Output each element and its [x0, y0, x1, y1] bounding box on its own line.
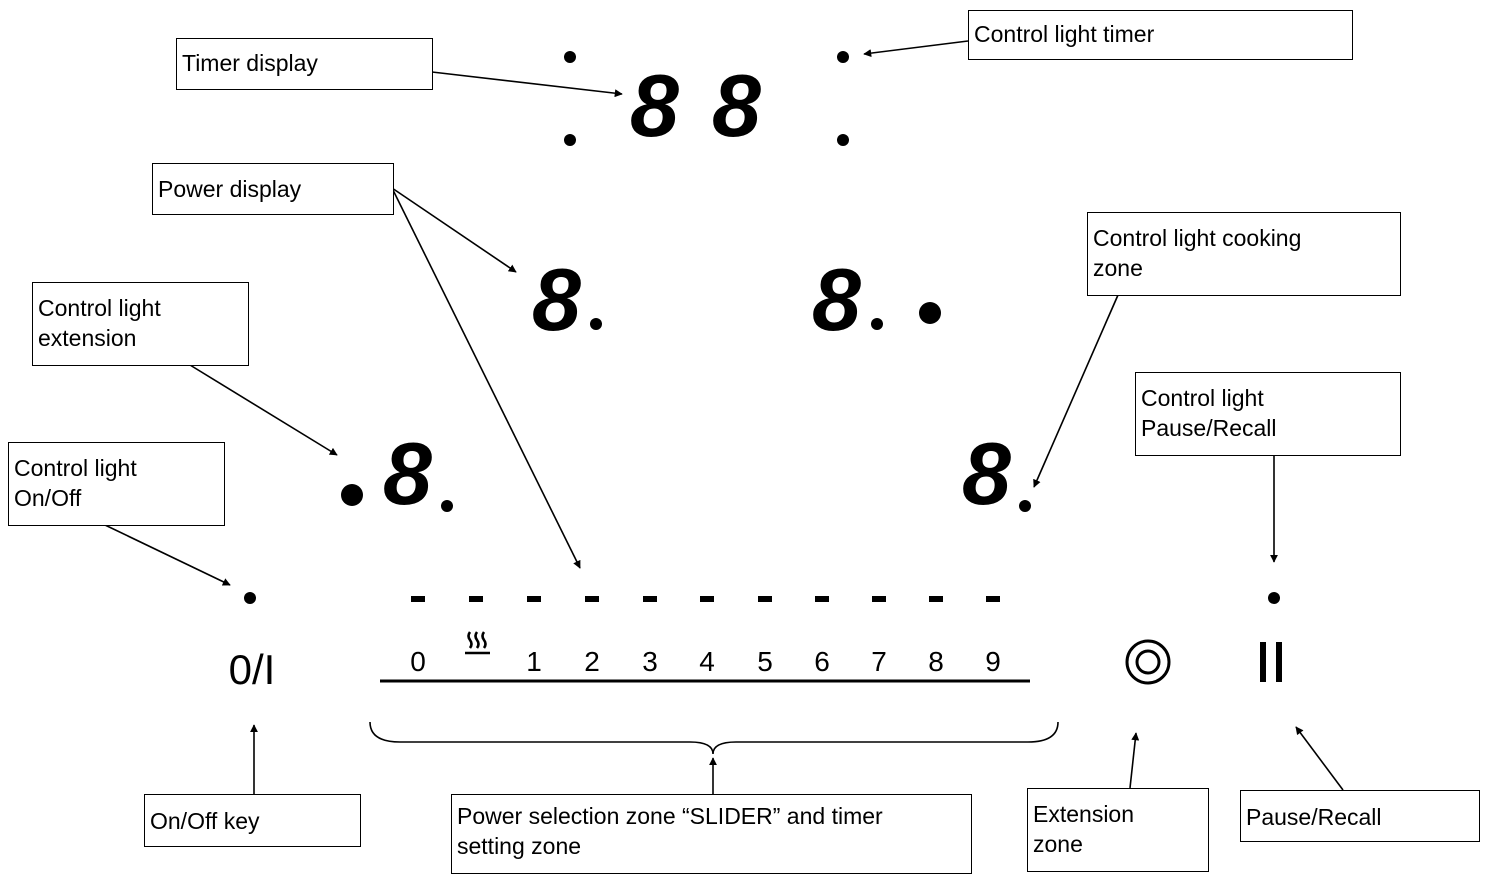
power-digit-rear-right: 8 — [812, 250, 861, 349]
power-displays: 8 8 8 8 — [341, 250, 1031, 523]
slider-dash-3 — [585, 596, 599, 602]
slider-dash-5 — [700, 596, 714, 602]
arrow-power-display-top — [391, 187, 517, 273]
arrow-power-display-slider — [391, 187, 581, 569]
slider-brace — [369, 721, 1059, 755]
callout-power-display: Power display — [152, 163, 394, 215]
slider-segment-lights — [411, 596, 1000, 602]
onoff-key[interactable]: 0/I — [229, 646, 276, 693]
timer-display: 8 8 — [630, 56, 761, 155]
timer-digit-ones: 8 — [712, 56, 761, 155]
pause-icon-bar-right — [1276, 642, 1282, 682]
slider-dash-0 — [411, 596, 425, 602]
slider-key-9[interactable]: 9 — [985, 646, 1001, 677]
pause-recall-key[interactable] — [1260, 642, 1282, 682]
callout-pause-recall: Pause/Recall — [1240, 790, 1480, 842]
power-digit-front-right: 8 — [962, 424, 1011, 523]
arrow-control-light-onoff — [104, 524, 231, 586]
keep-warm-icon — [465, 631, 490, 655]
callout-onoff-key: On/Off key — [144, 794, 361, 847]
slider-key-6[interactable]: 6 — [814, 646, 830, 677]
control-light-timer-top — [837, 51, 849, 63]
control-light-pause-dot — [1268, 592, 1280, 604]
control-light-cooking-zone-dot — [919, 302, 941, 324]
slider-dash-8 — [872, 596, 886, 602]
callout-control-light-extension: Control light extension — [32, 282, 249, 366]
callout-control-light-timer: Control light timer — [968, 10, 1353, 60]
slider-dash-1 — [469, 596, 483, 602]
decimal-point-rear-left — [590, 318, 602, 330]
slider-dash-7 — [815, 596, 829, 602]
power-digit-rear-left: 8 — [532, 250, 581, 349]
timer-digit-tens: 8 — [630, 56, 679, 155]
slider-dash-10 — [986, 596, 1000, 602]
arrow-control-light-extension — [189, 364, 338, 456]
slider-key-7[interactable]: 7 — [871, 646, 887, 677]
control-light-cooking-zone-led — [1019, 500, 1031, 512]
arrow-timer-display — [431, 71, 623, 98]
slider-key-3[interactable]: 3 — [642, 646, 658, 677]
slider-key-2[interactable]: 2 — [584, 646, 600, 677]
timer-light-left-bottom — [564, 134, 576, 146]
callout-control-light-pause-recall: Control light Pause/Recall — [1135, 372, 1401, 456]
timer-lights — [564, 51, 849, 146]
slider-dash-6 — [758, 596, 772, 602]
slider-key-8[interactable]: 8 — [928, 646, 944, 677]
control-light-extension-dot — [341, 484, 363, 506]
arrow-extension-zone — [1129, 732, 1140, 789]
callout-timer-display: Timer display — [176, 38, 433, 90]
leader-arrows — [104, 40, 1344, 795]
pause-icon-bar-left — [1260, 642, 1266, 682]
slider-dash-4 — [643, 596, 657, 602]
slider-key-5[interactable]: 5 — [757, 646, 773, 677]
slider-labels: 0 1 2 3 4 5 6 7 8 9 — [410, 646, 1001, 677]
arrow-pause-recall — [1295, 726, 1344, 791]
arrow-control-light-timer — [863, 40, 969, 58]
slider-key-4[interactable]: 4 — [699, 646, 715, 677]
callout-control-light-cooking-zone: Control light cooking zone — [1087, 212, 1401, 296]
extension-key[interactable] — [1125, 639, 1171, 685]
decimal-point-rear-right — [871, 318, 883, 330]
timer-light-left-top — [564, 51, 576, 63]
slider-key-0[interactable]: 0 — [410, 646, 426, 677]
control-light-timer-bottom — [837, 134, 849, 146]
slider-key-1[interactable]: 1 — [526, 646, 542, 677]
callout-control-light-onoff: Control light On/Off — [8, 442, 225, 526]
callout-extension-zone: Extension zone — [1027, 788, 1209, 872]
arrow-control-light-cooking-zone — [1033, 294, 1119, 488]
control-light-onoff-dot — [244, 592, 256, 604]
slider-dash-9 — [929, 596, 943, 602]
slider-dash-2 — [527, 596, 541, 602]
power-digit-front-left: 8 — [383, 424, 432, 523]
callout-power-selection-zone: Power selection zone “SLIDER” and timer … — [451, 794, 972, 874]
double-circle-icon — [1125, 639, 1171, 685]
decimal-point-front-left — [441, 500, 453, 512]
